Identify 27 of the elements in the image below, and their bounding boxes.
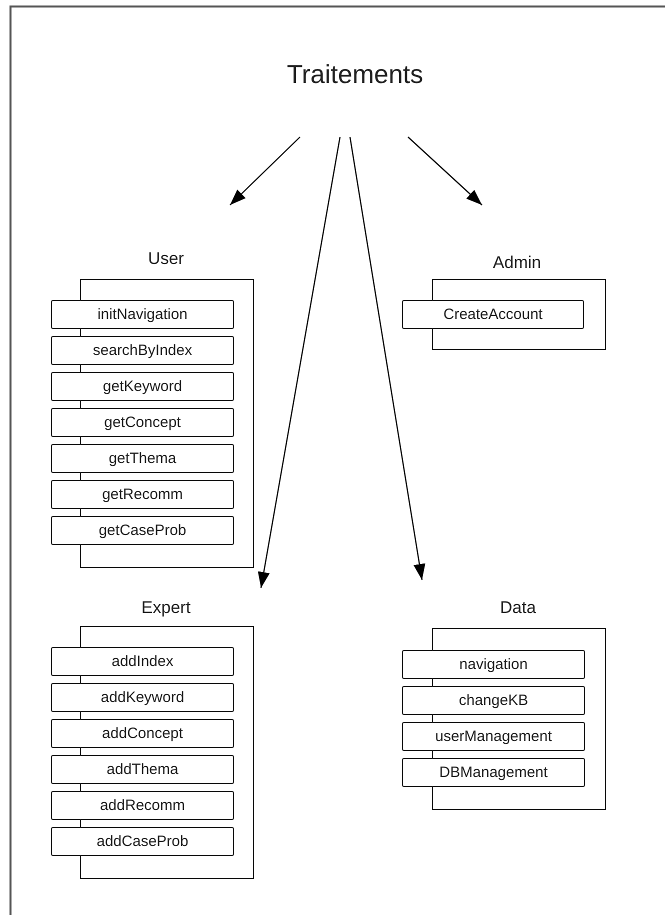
component-name: Admin (492, 253, 542, 273)
arrow (258, 136, 341, 588)
operation-box: navigation (402, 650, 585, 679)
operation-box: getCaseProb (51, 516, 234, 545)
operation-box: getThema (51, 444, 234, 473)
component-name: Expert (140, 598, 192, 618)
operation-box: addIndex (51, 647, 234, 676)
operation-box: searchByIndex (51, 336, 234, 365)
operation-box: addRecomm (51, 791, 234, 820)
operation-box: userManagement (402, 722, 585, 751)
operation-box: getRecomm (51, 480, 234, 509)
operation-box: addConcept (51, 719, 234, 748)
operation-box: changeKB (402, 686, 585, 715)
arrow (408, 136, 482, 206)
operation-box: addCaseProb (51, 827, 234, 856)
arrow (230, 136, 300, 206)
operation-box: getKeyword (51, 372, 234, 401)
operation-box: addKeyword (51, 683, 234, 712)
group-label: Traitements (280, 55, 430, 137)
arrow (349, 136, 426, 580)
operation-box: addThema (51, 755, 234, 784)
component-name: Data (499, 598, 537, 618)
operation-box: CreateAccount (402, 300, 584, 329)
operation-box: DBManagement (402, 758, 585, 787)
component-name: User (147, 249, 185, 269)
operation-box: getConcept (51, 408, 234, 437)
operation-box: initNavigation (51, 300, 234, 329)
